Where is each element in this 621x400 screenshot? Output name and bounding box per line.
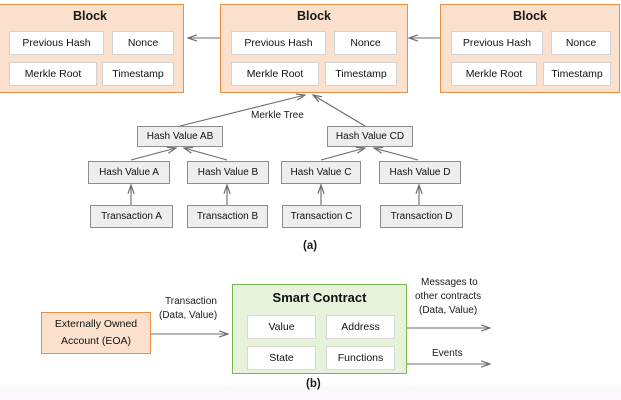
hash-value-a: Hash Value A: [88, 161, 170, 184]
contract-field-address: Address: [326, 315, 395, 339]
bottom-band: [0, 386, 621, 400]
contract-field-value: Value: [247, 315, 316, 339]
block-1-merkle-root: Merkle Root: [9, 62, 97, 86]
transaction-a: Transaction A: [90, 205, 173, 228]
transaction-label-line-1: Transaction: [165, 296, 217, 307]
smart-contract-box: Smart Contract Value Address State Funct…: [232, 284, 407, 374]
transaction-label-line-2: (Data, Value): [159, 310, 218, 321]
block-1-previous-hash: Previous Hash: [9, 31, 104, 55]
hash-value-ab: Hash Value AB: [137, 126, 223, 147]
block-2-previous-hash: Previous Hash: [231, 31, 326, 55]
hash-value-c: Hash Value C: [281, 161, 361, 184]
block-3-previous-hash: Previous Hash: [451, 31, 543, 55]
panel-a-caption: (a): [303, 240, 318, 252]
hash-value-b: Hash Value B: [187, 161, 269, 184]
smart-contract-title: Smart Contract: [272, 290, 367, 305]
block-3: Block Previous Hash Nonce Merkle Root Ti…: [440, 4, 620, 93]
block-1: Block Previous Hash Nonce Merkle Root Ti…: [0, 4, 184, 93]
eoa-line-2: Account (EOA): [60, 335, 132, 347]
block-2-title: Block: [296, 9, 332, 23]
eoa-line-1: Externally Owned: [54, 318, 138, 331]
block-2-merkle-root: Merkle Root: [231, 62, 319, 86]
contract-field-state: State: [247, 346, 316, 370]
merkle-tree-label: Merkle Tree: [251, 110, 304, 121]
messages-label-line-2: other contracts: [415, 291, 482, 302]
hash-value-cd: Hash Value CD: [327, 126, 413, 147]
block-3-nonce: Nonce: [551, 31, 611, 55]
block-2-nonce: Nonce: [334, 31, 397, 55]
transaction-c: Transaction C: [282, 205, 361, 228]
transaction-b: Transaction B: [187, 205, 268, 228]
messages-label-line-1: Messages to: [421, 277, 478, 288]
contract-field-functions: Functions: [326, 346, 395, 370]
externally-owned-account-box: Externally Owned Account (EOA): [41, 312, 151, 354]
panel-b-caption: (b): [306, 378, 321, 390]
block-1-title: Block: [72, 9, 108, 23]
block-1-nonce: Nonce: [112, 31, 174, 55]
block-3-timestamp: Timestamp: [543, 62, 611, 86]
messages-label-line-3: (Data, Value): [419, 305, 478, 316]
transaction-d: Transaction D: [380, 205, 463, 228]
block-3-title: Block: [512, 9, 548, 23]
block-3-merkle-root: Merkle Root: [451, 62, 537, 86]
block-2-timestamp: Timestamp: [325, 62, 397, 86]
events-label: Events: [432, 348, 463, 359]
hash-value-d: Hash Value D: [379, 161, 461, 184]
block-2: Block Previous Hash Nonce Merkle Root Ti…: [220, 4, 408, 93]
block-1-timestamp: Timestamp: [102, 62, 174, 86]
